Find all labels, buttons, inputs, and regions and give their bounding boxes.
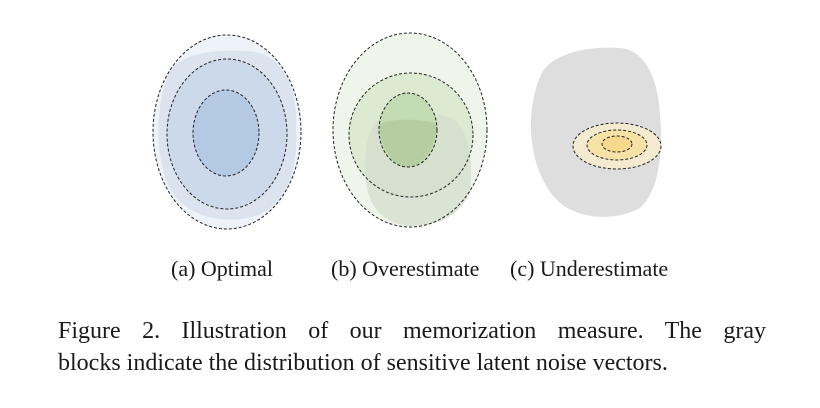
- outer-contour-a: [152, 34, 302, 230]
- inner-region-a: [193, 90, 259, 176]
- figure-caption: Figure 2. Illustration of our memorizati…: [58, 315, 766, 379]
- middle-contour-a: [166, 58, 288, 210]
- panel-overestimate: [332, 32, 488, 228]
- subcaption-optimal: (a) Optimal: [171, 256, 274, 281]
- outer-contour-b: [332, 32, 488, 228]
- caption-line-1: Figure 2. Illustration of our memorizati…: [58, 318, 766, 344]
- inner-contour-c: [601, 135, 633, 153]
- middle-contour-b: [348, 72, 474, 198]
- panel-underestimate: [530, 47, 662, 217]
- subcaption-underestimate: (c) Underestimate: [510, 256, 669, 281]
- inner-overlap-b: [379, 119, 437, 167]
- figure-illustration: [152, 32, 662, 230]
- caption-line-2: blocks indicate the distribution of sens…: [58, 350, 668, 376]
- middle-contour-c: [586, 129, 648, 161]
- subcaption-overestimate: (b) Overestimate: [331, 256, 480, 281]
- inner-region-c: [602, 136, 632, 152]
- inner-contour-a: [192, 89, 260, 177]
- inner-contour-b: [378, 92, 438, 168]
- memorization-diagram: [152, 32, 662, 230]
- outer-contour-c: [572, 122, 662, 170]
- panel-optimal: [152, 34, 302, 230]
